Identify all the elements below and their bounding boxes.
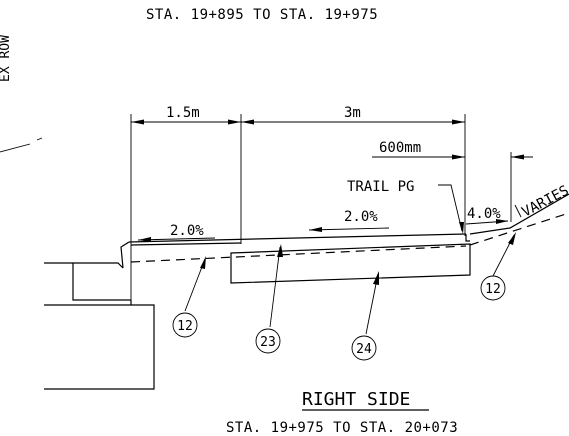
subgrade-line bbox=[130, 245, 467, 263]
ex-row-label: EX ROW bbox=[0, 35, 13, 82]
dimension-lines bbox=[130, 114, 533, 305]
existing-wall bbox=[44, 262, 155, 390]
existing-row-line bbox=[0, 143, 31, 153]
callout-12-left bbox=[172, 312, 198, 338]
callout-leaders bbox=[184, 232, 516, 335]
slope-right-label: 4.0% bbox=[467, 206, 501, 222]
granular-base bbox=[230, 243, 471, 284]
subgrade-line-right bbox=[469, 212, 569, 246]
slope-middle-label: 2.0% bbox=[344, 209, 378, 225]
trail-pg-leader bbox=[438, 184, 463, 232]
callout-12-left-label: 12 bbox=[177, 319, 193, 334]
dimension-width-right: 3m bbox=[344, 105, 361, 121]
footer-station-range: STA. 19+975 TO STA. 20+073 bbox=[226, 420, 458, 436]
trail-surface bbox=[120, 193, 569, 269]
callout-12-right bbox=[480, 275, 506, 301]
dimension-width-left: 1.5m bbox=[166, 105, 200, 121]
callout-12-right-label: 12 bbox=[485, 282, 501, 297]
slope-arrows bbox=[137, 219, 509, 242]
trail-pg-label: TRAIL PG bbox=[347, 179, 414, 195]
callout-23-label: 23 bbox=[260, 335, 276, 350]
varies-tick bbox=[514, 204, 522, 218]
existing-row-line-dash bbox=[36, 137, 43, 141]
slope-left-label: 2.0% bbox=[170, 223, 204, 239]
callout-24 bbox=[351, 335, 377, 361]
callout-23 bbox=[255, 328, 281, 354]
header-station-range: STA. 19+895 TO STA. 19+975 bbox=[146, 7, 378, 23]
trail-pg-arrow bbox=[459, 222, 464, 234]
section-title: RIGHT SIDE bbox=[302, 389, 410, 410]
dimension-offset: 600mm bbox=[379, 140, 421, 156]
callout-24-label: 24 bbox=[356, 342, 372, 357]
